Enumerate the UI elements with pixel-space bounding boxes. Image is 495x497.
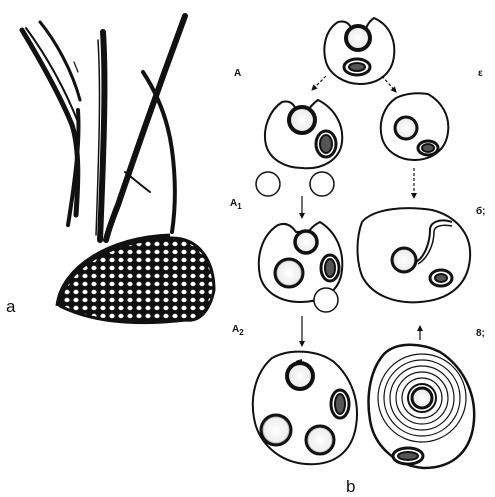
label-a1: A1 bbox=[230, 198, 242, 211]
fruiting-body bbox=[58, 236, 214, 323]
stage-labels: A A1 A2 ε б; 8; bbox=[230, 68, 486, 339]
panel-label-a: a bbox=[6, 297, 16, 316]
cell-a2 bbox=[259, 222, 343, 312]
cell-a3 bbox=[253, 352, 357, 465]
cell-b3 bbox=[369, 345, 475, 468]
label-a-top: A bbox=[234, 68, 241, 79]
panel-label-b: b bbox=[346, 477, 355, 496]
label-b-top: ε bbox=[478, 68, 483, 79]
panel-a-illustration bbox=[22, 16, 214, 323]
hyphae bbox=[22, 16, 185, 240]
label-b1: б; bbox=[476, 205, 486, 217]
label-a2: A2 bbox=[232, 324, 244, 337]
cell-top bbox=[324, 18, 394, 84]
cell-b1 bbox=[381, 93, 449, 160]
panel-b-diagram: A A1 A2 ε б; 8; bbox=[230, 18, 486, 468]
cell-b2 bbox=[358, 208, 471, 302]
cell-a1 bbox=[256, 100, 342, 196]
label-b2: 8; bbox=[476, 328, 485, 339]
